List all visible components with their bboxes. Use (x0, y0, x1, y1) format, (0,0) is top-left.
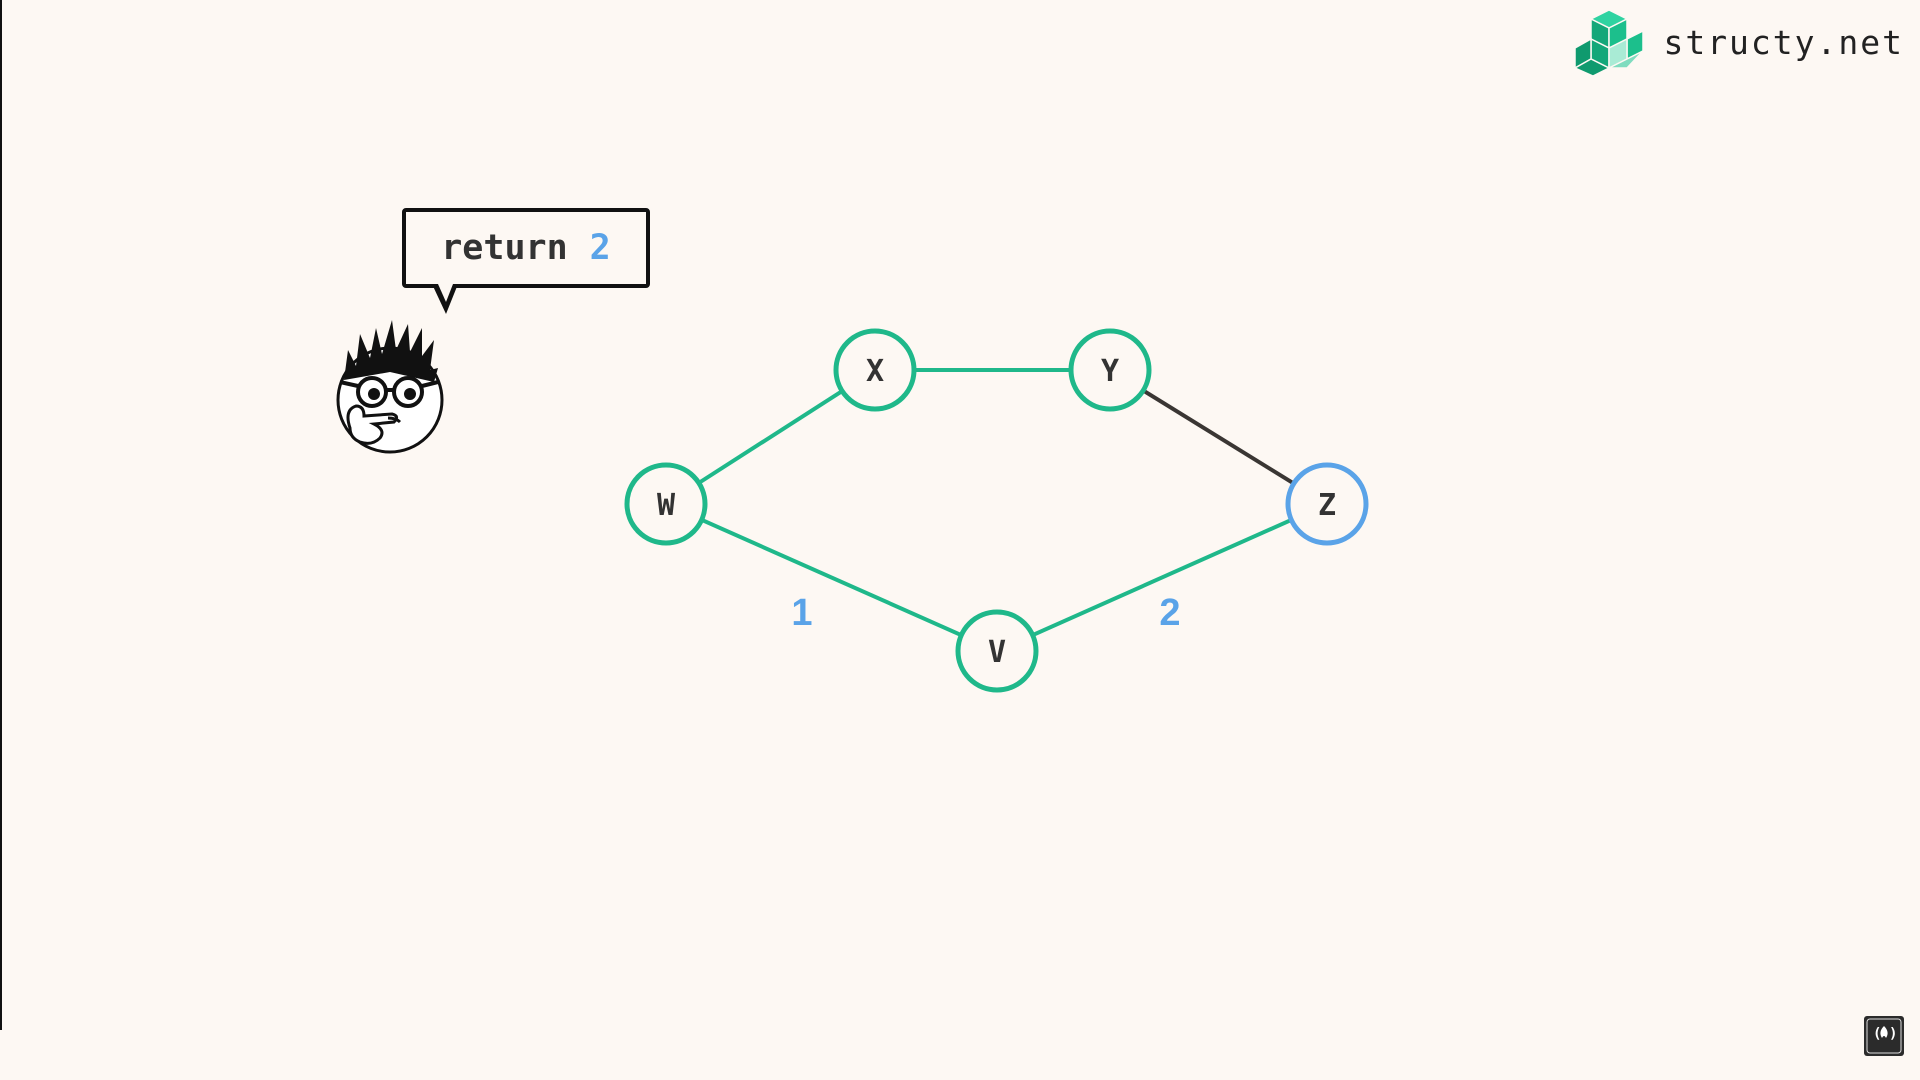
return-value: 2 (589, 228, 611, 268)
edge-v-z (996, 502, 1328, 653)
distance-label-v-z: 2 (1159, 592, 1180, 634)
node-label-v: V (988, 635, 1006, 670)
edge-y-z (1108, 368, 1329, 506)
brand[interactable]: structy.net (1573, 8, 1904, 76)
node-circle-x (833, 328, 917, 412)
distance-label-w-v: 1 (791, 592, 812, 634)
node-x: X (833, 328, 917, 412)
edge-w-v (665, 502, 998, 653)
node-circle-v (955, 609, 1039, 693)
node-v: V (955, 609, 1039, 693)
node-z: Z (1285, 462, 1369, 546)
node-label-w: W (657, 488, 676, 523)
speech-tail (432, 284, 458, 314)
freecodecamp-subscribe-icon: ( ) (1866, 1018, 1902, 1054)
node-circle-w (624, 462, 708, 546)
node-y: Y (1068, 328, 1152, 412)
node-label-z: Z (1318, 488, 1336, 523)
node-w: W (624, 462, 708, 546)
left-border (0, 0, 2, 1030)
node-circle-y (1068, 328, 1152, 412)
return-keyword: return (441, 228, 568, 268)
node-label-y: Y (1101, 354, 1119, 389)
speech-bubble: return 2 (402, 208, 650, 314)
subscribe-button[interactable]: ( ) (1864, 1016, 1904, 1056)
svg-text:(: ( (1873, 1026, 1881, 1042)
speech-box: return 2 (402, 208, 650, 288)
node-label-x: X (866, 354, 884, 389)
structy-cubes-icon (1573, 9, 1645, 76)
svg-text:): ) (1889, 1026, 1897, 1042)
node-circle-z (1285, 462, 1369, 546)
thinking-person-icon (336, 320, 444, 454)
brand-name: structy.net (1663, 22, 1904, 62)
